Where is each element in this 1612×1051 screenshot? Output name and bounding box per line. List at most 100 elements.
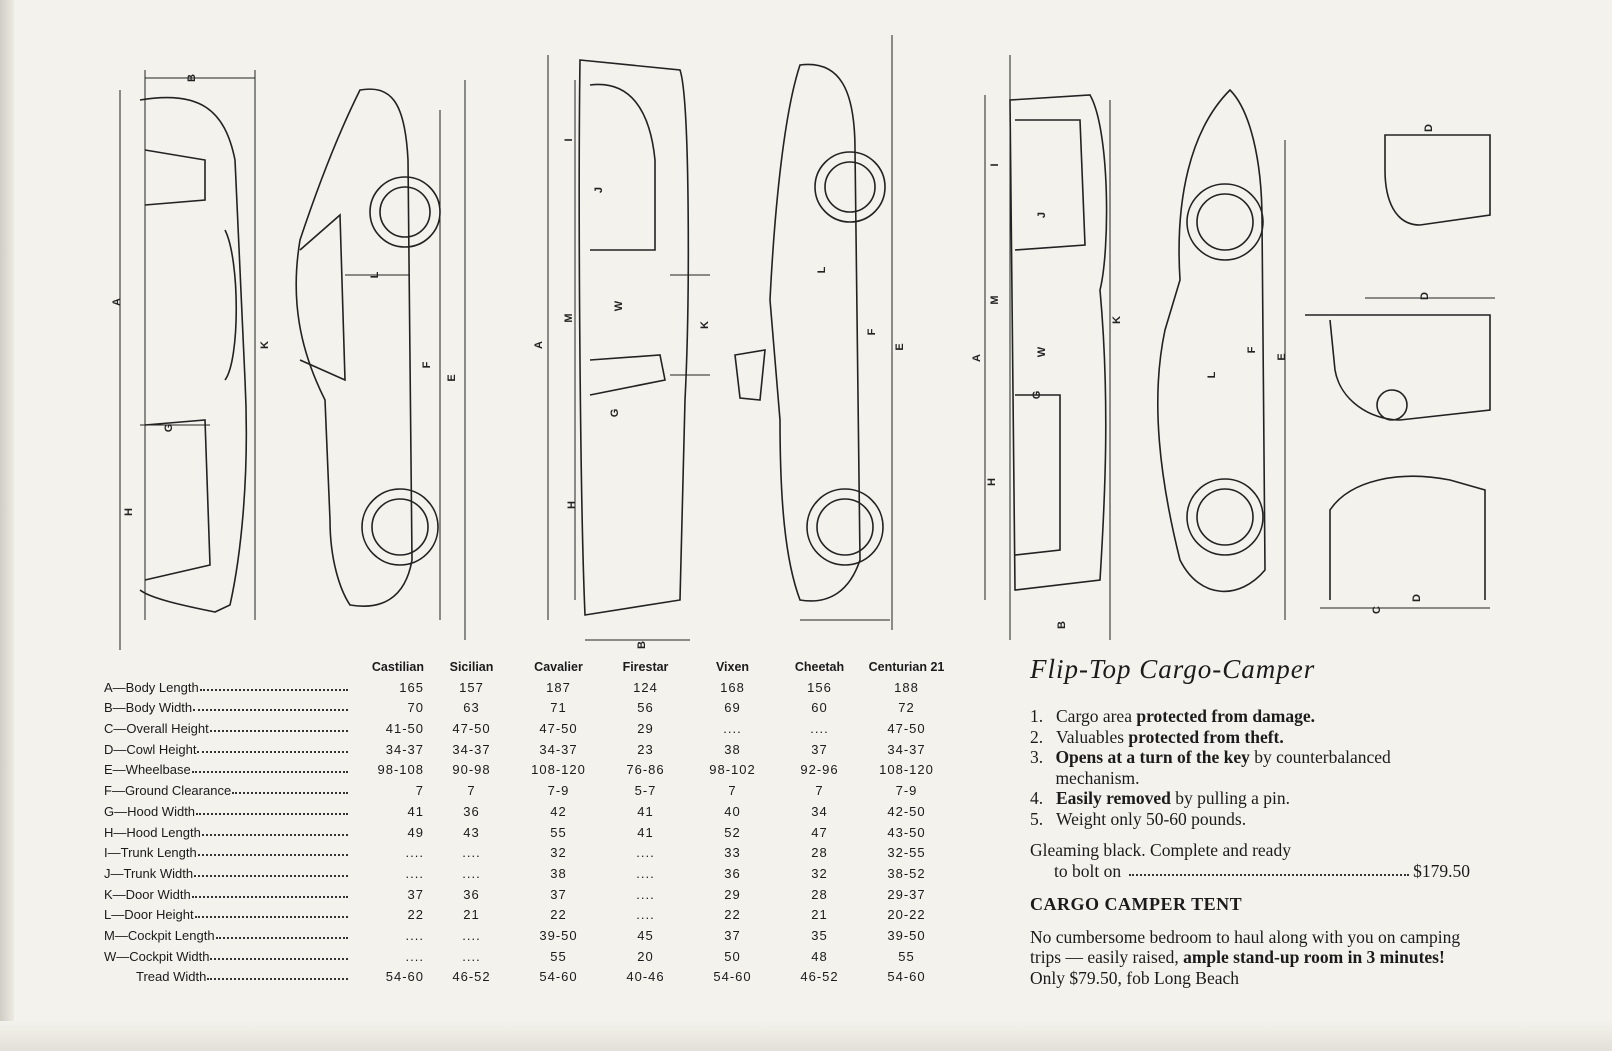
table-cell: 165 <box>399 679 424 695</box>
dotted-leader <box>191 771 348 774</box>
column-header: Cavalier <box>534 660 583 674</box>
table-cell: 187 <box>546 679 571 695</box>
table-cell: 92-96 <box>800 762 839 778</box>
table-cell: 38 <box>550 865 567 881</box>
item-text-segment: Easily removed <box>1056 788 1171 808</box>
table-cell: 71 <box>550 700 567 716</box>
dimension-label: F <box>1246 346 1258 353</box>
item-text-segment: by pulling a pin. <box>1170 788 1290 808</box>
price-line-1: Gleaming black. Complete and ready <box>1030 840 1291 860</box>
table-cell: 34 <box>811 803 828 819</box>
dimension-label: A <box>971 354 983 362</box>
table-cell: 32 <box>550 845 567 861</box>
table-cell: .... <box>405 927 424 943</box>
row-label-cell: E—Wheelbase <box>104 762 354 777</box>
row-label: Tread Width <box>136 969 207 985</box>
table-cell: 32-55 <box>887 845 926 861</box>
table-cell: 156 <box>807 679 832 695</box>
row-label: W—Cockpit Width <box>104 948 210 964</box>
dimension-label: F <box>866 328 878 335</box>
table-cell: 39-50 <box>887 927 926 943</box>
dimension-label: L <box>1206 371 1218 378</box>
row-label-cell: J—Trunk Width <box>104 866 354 881</box>
dimension-label: K <box>259 341 271 349</box>
table-cell: .... <box>462 948 481 964</box>
item-text: Cargo area protected from damage. <box>1056 706 1315 727</box>
table-cell: 54-60 <box>713 969 752 985</box>
table-cell: 32 <box>811 865 828 881</box>
item-text-segment: Weight only 50-60 pounds. <box>1056 808 1247 829</box>
drawing-top-view-1 <box>119 70 256 650</box>
table-cell: 70 <box>407 700 424 716</box>
table-cell: 7-9 <box>547 783 570 799</box>
row-label-cell: G—Hood Width <box>104 804 354 819</box>
table-cell: 72 <box>898 700 915 716</box>
table-cell: 98-108 <box>377 762 424 778</box>
row-label-cell: I—Trunk Length <box>104 845 354 860</box>
table-cell: 22 <box>550 907 567 923</box>
item-number: 3. <box>1030 747 1044 767</box>
row-label-cell: A—Body Length <box>104 680 354 695</box>
dimension-label: H <box>986 478 998 486</box>
tent-text-bold: ample stand-up room in 3 minutes! <box>1183 947 1445 967</box>
page-bottom-edge <box>0 1021 1612 1051</box>
dimension-label: H <box>123 508 135 516</box>
list-item: 3.Opens at a turn of the key by counterb… <box>1030 747 1470 788</box>
table-cell: 37 <box>407 886 424 902</box>
table-cell: 124 <box>633 679 658 695</box>
table-cell: .... <box>723 721 742 737</box>
table-cell: 36 <box>463 803 480 819</box>
dimension-label: M <box>989 295 1001 304</box>
dimension-label: A <box>533 341 545 349</box>
row-label-cell: W—Cockpit Width <box>104 949 354 964</box>
table-cell: 63 <box>463 700 480 716</box>
table-cell: 47-50 <box>887 721 926 737</box>
dimension-label: K <box>1111 316 1123 324</box>
dotted-leader <box>201 833 348 836</box>
table-cell: 52 <box>724 824 741 840</box>
dotted-leader <box>199 688 348 691</box>
item-text-segment: Valuables <box>1056 726 1129 747</box>
row-label-cell: L—Door Height <box>104 907 354 922</box>
table-cell: .... <box>636 865 655 881</box>
table-cell: 33 <box>724 845 741 861</box>
dimension-label: D <box>1419 292 1431 300</box>
row-label: E—Wheelbase <box>104 762 191 778</box>
tent-heading: CARGO CAMPER TENT <box>1030 894 1243 914</box>
item-text: Valuables protected from theft. <box>1056 727 1284 748</box>
row-label: M—Cockpit Length <box>104 927 215 943</box>
table-cell: 22 <box>407 907 424 923</box>
item-number: 1. <box>1030 706 1044 726</box>
table-cell: 46-52 <box>800 969 839 985</box>
table-cell: 38 <box>724 741 741 757</box>
dotted-leader <box>197 854 348 857</box>
drawing-top-view-3 <box>984 55 1111 640</box>
table-cell: 108-120 <box>879 762 934 778</box>
dimension-label: E <box>894 343 906 350</box>
table-cell: 7 <box>815 783 824 799</box>
column-header: Castilian <box>371 660 424 674</box>
table-cell: 41 <box>407 803 424 819</box>
item-text-segment: by counterbalanced mechanism. <box>1055 747 1391 788</box>
column-header: Cheetah <box>794 660 845 674</box>
table-cell: 55 <box>898 948 915 964</box>
table-cell: 20 <box>637 948 654 964</box>
table-cell: 168 <box>720 679 745 695</box>
table-cell: 34-37 <box>385 741 424 757</box>
column-header: Sicilian <box>449 660 494 674</box>
table-cell: .... <box>462 845 481 861</box>
item-text-segment: protected from damage. <box>1136 706 1316 726</box>
dimension-label: B <box>1056 621 1068 629</box>
table-cell: 29 <box>724 886 741 902</box>
